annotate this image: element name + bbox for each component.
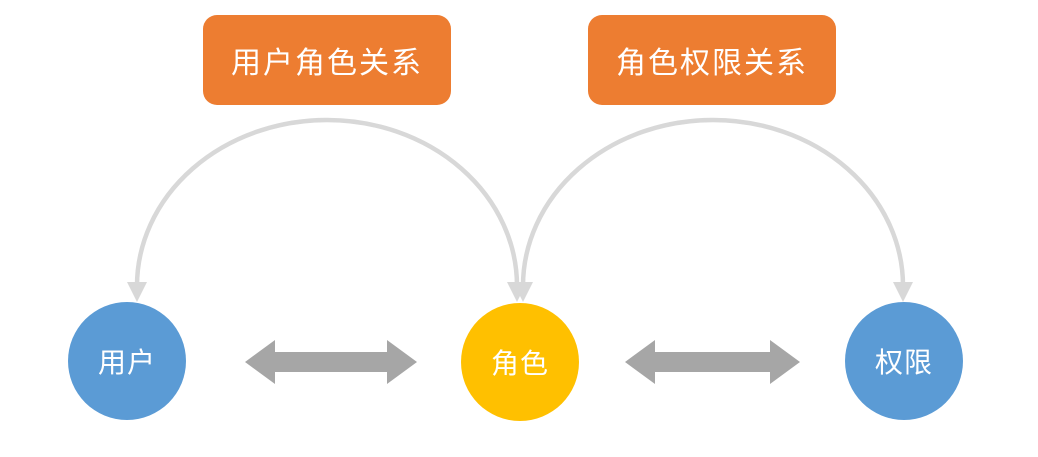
arrowhead-down-user-icon xyxy=(127,282,147,302)
curved-arrow-role-permission xyxy=(520,117,906,287)
double-arrow-role-permission xyxy=(625,340,800,384)
node-role-label: 角色 xyxy=(490,348,549,379)
arrowhead-down-permission-icon xyxy=(893,282,913,302)
relation-box-role-permission-label: 角色权限关系 xyxy=(616,47,808,80)
node-permission: 权限 xyxy=(845,302,963,420)
relation-box-user-role-label: 用户角色关系 xyxy=(231,47,423,80)
node-user: 用户 xyxy=(68,302,186,420)
curved-arrow-user-role xyxy=(134,117,520,287)
node-permission-label: 权限 xyxy=(874,347,933,378)
arrowhead-down-role-right-icon xyxy=(513,282,533,302)
relation-box-role-permission: 角色权限关系 xyxy=(588,15,836,105)
double-arrow-user-role xyxy=(245,340,417,384)
relation-box-user-role: 用户角色关系 xyxy=(203,15,451,105)
node-role: 角色 xyxy=(461,303,579,421)
node-user-label: 用户 xyxy=(97,347,156,378)
